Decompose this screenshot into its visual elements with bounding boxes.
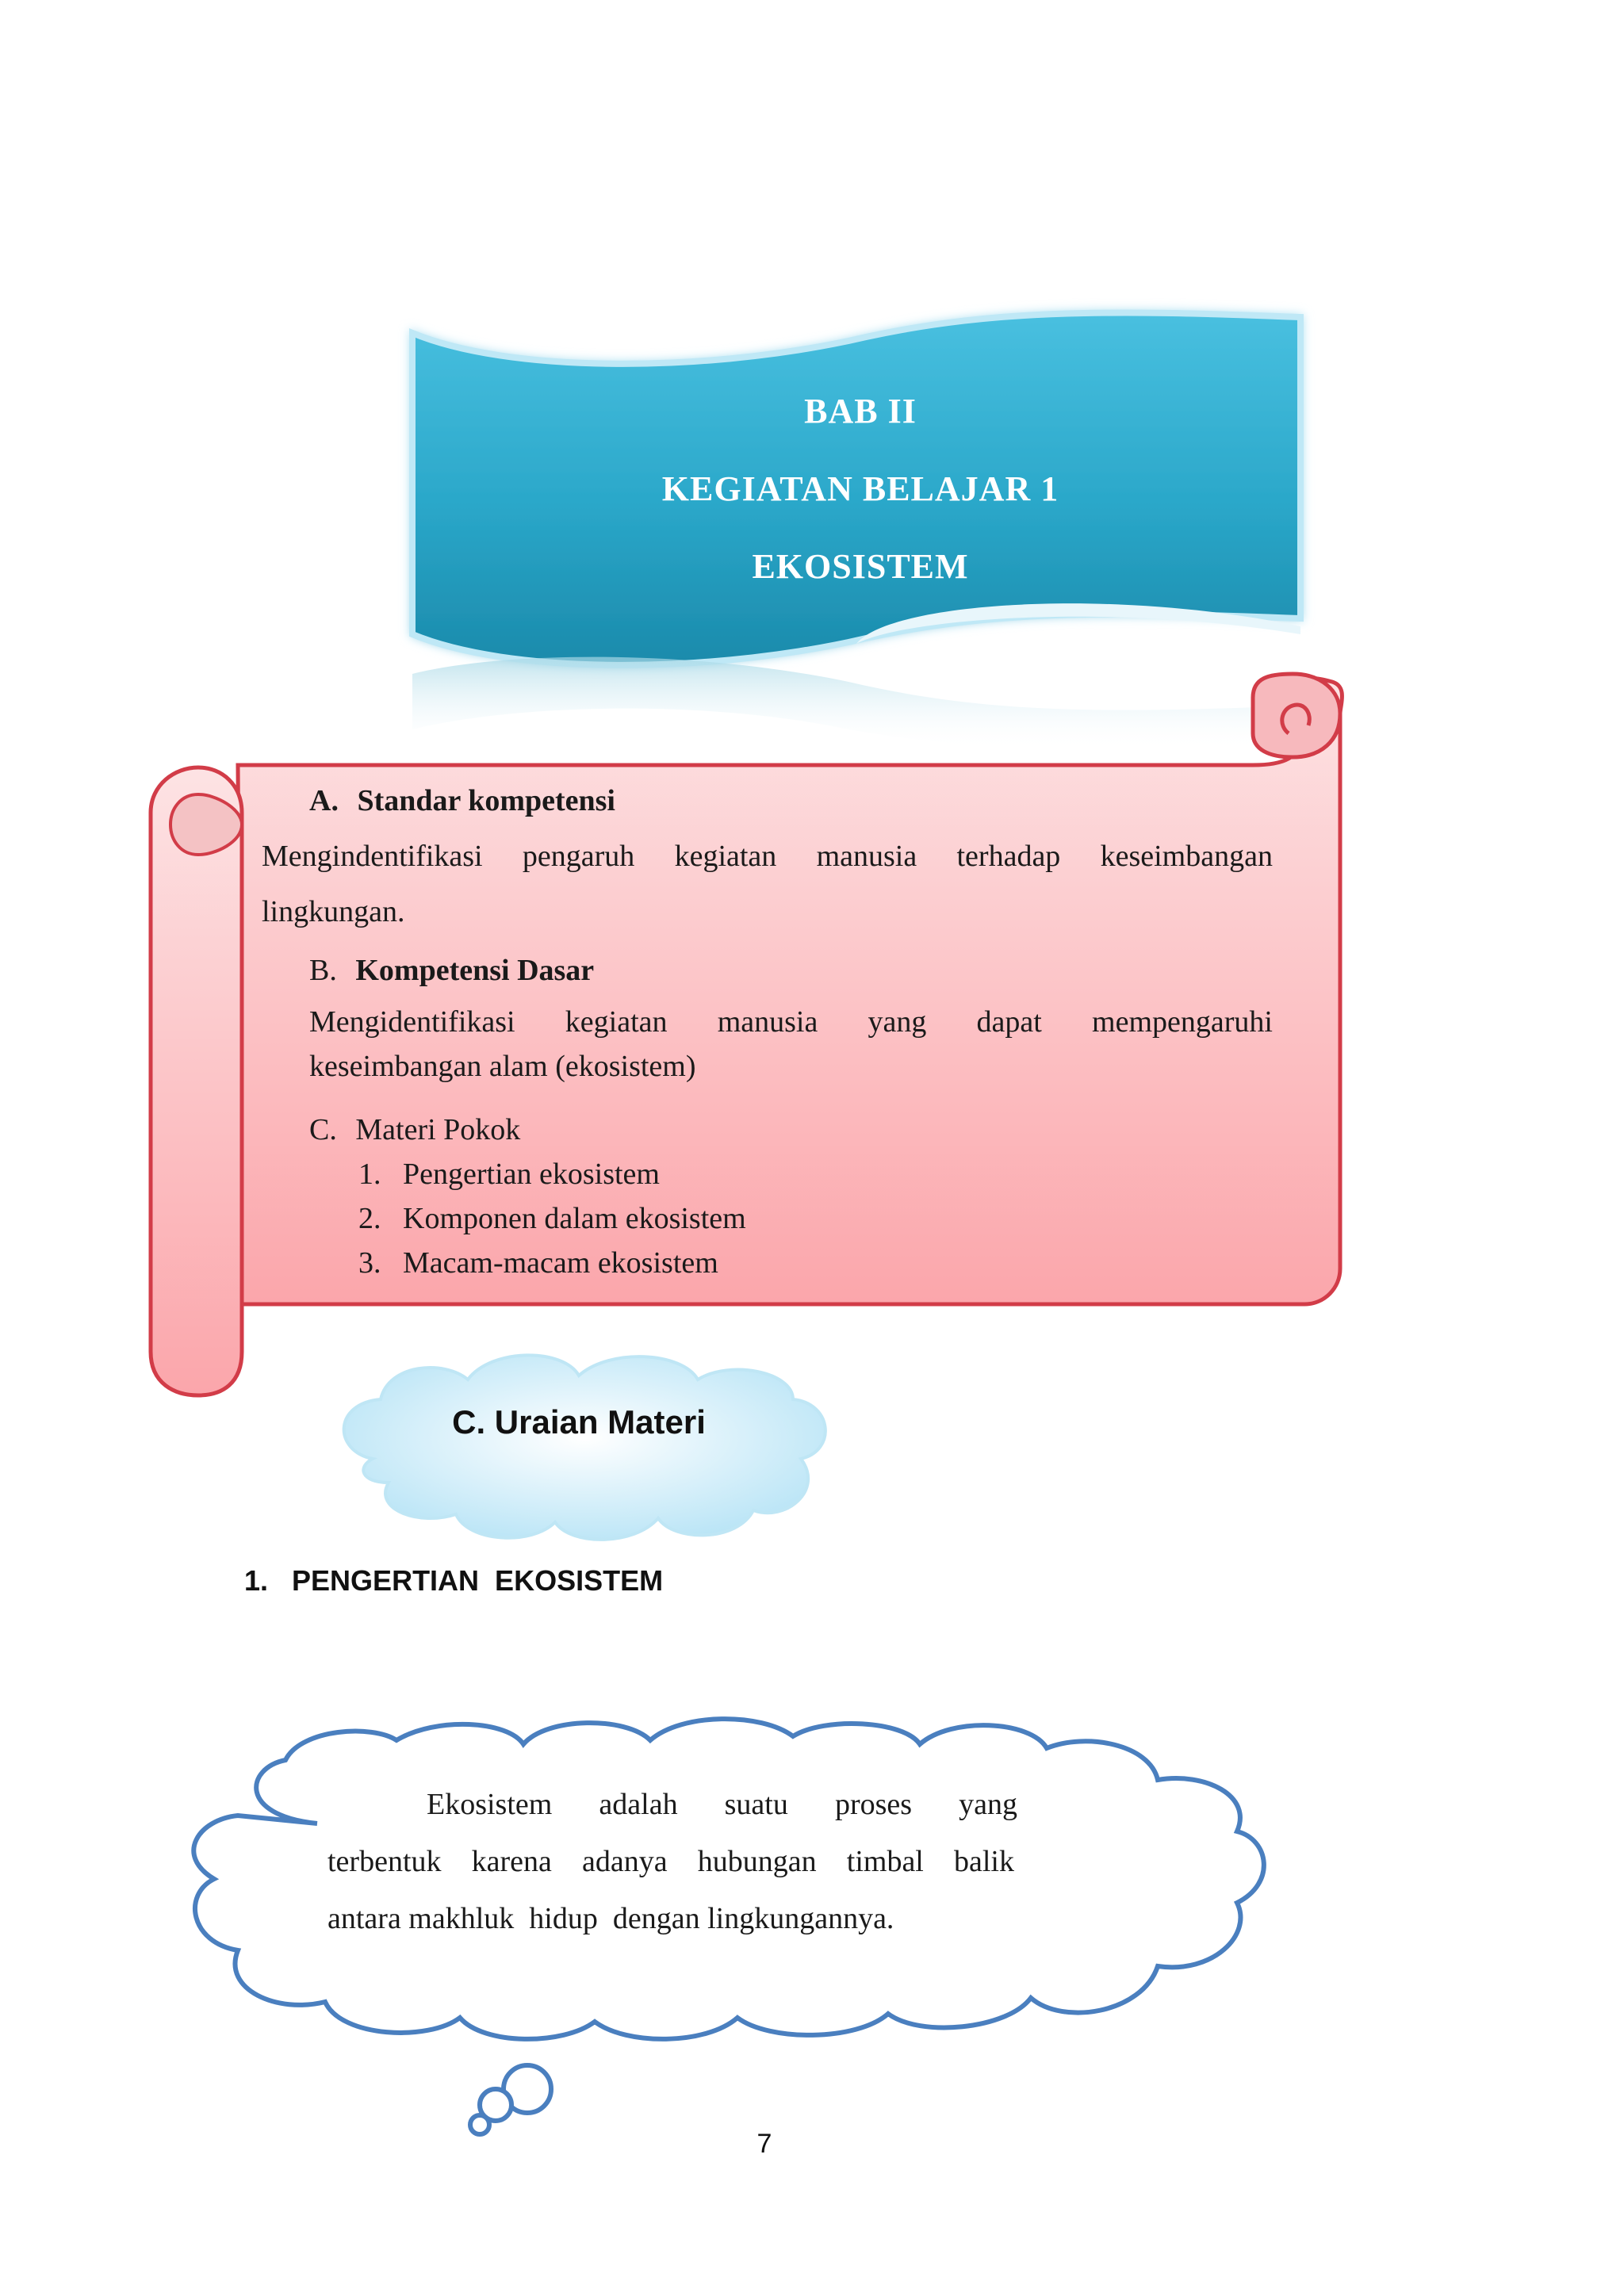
- page-number: 7: [756, 2129, 772, 2159]
- definition-line1: Ekosistem adalah suatu proses yang: [427, 1788, 1017, 1821]
- definition-line2: terbentuk karena adanya hubungan timbal …: [327, 1845, 1014, 1878]
- section-a-body-line2: lingkungan.: [262, 895, 405, 928]
- definition-cloud: [191, 1716, 1266, 2137]
- activity-title: KEGIATAN BELAJAR 1: [661, 469, 1059, 508]
- section-c-heading: C. Materi Pokok: [309, 1113, 521, 1146]
- section-heading: 1. PENGERTIAN EKOSISTEM: [244, 1564, 664, 1597]
- section-a-body-line1: Mengindentifikasi pengaruh kegiatan manu…: [262, 840, 1273, 873]
- uraian-cloud: [342, 1353, 827, 1541]
- section-a-title: Standar kompetensi: [357, 784, 615, 817]
- chapter-number: BAB II: [804, 392, 917, 430]
- chapter-banner: [409, 309, 1304, 750]
- materi-item: 2. Komponen dalam ekosistem: [358, 1202, 746, 1235]
- section-b-body-line2: keseimbangan alam (ekosistem): [309, 1050, 696, 1083]
- topic-title: EKOSISTEM: [752, 547, 969, 586]
- uraian-materi-label: C. Uraian Materi: [452, 1403, 706, 1441]
- materi-item: 1. Pengertian ekosistem: [358, 1158, 660, 1191]
- section-c-title: Materi Pokok: [355, 1113, 521, 1146]
- materi-item: 3. Macam-macam ekosistem: [358, 1246, 718, 1280]
- definition-text: Ekosistem adalah suatu proses yang terbe…: [327, 1776, 1017, 1947]
- definition-line3: antara makhluk hidup dengan lingkunganny…: [327, 1902, 894, 1935]
- section-a-heading: A. Standar kompetensi: [309, 784, 615, 817]
- section-b-title: Kompetensi Dasar: [355, 954, 595, 987]
- chapter-banner-text: BAB II KEGIATAN BELAJAR 1 EKOSISTEM: [412, 373, 1308, 606]
- competency-scroll: [148, 672, 1344, 1398]
- scroll-content: A. Standar kompetensi Mengindentifikasi …: [262, 773, 1273, 1285]
- section-b-body-line1: Mengidentifikasi kegiatan manusia yang d…: [309, 1005, 1273, 1039]
- section-b-heading: B. Kompetensi Dasar: [309, 954, 595, 987]
